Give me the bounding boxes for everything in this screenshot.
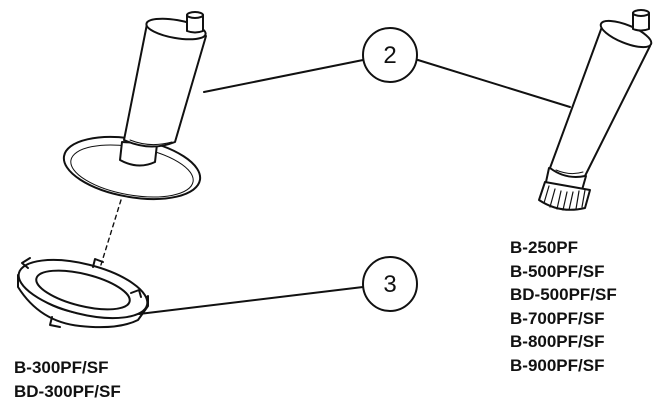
callout-circle-2 <box>362 27 418 83</box>
callout-circle-3 <box>362 256 418 312</box>
model-label: B-500PF/SF <box>510 261 605 281</box>
callout-number-3: 3 <box>383 271 396 298</box>
model-label: BD-300PF/SF <box>14 381 121 401</box>
leader-line-3 <box>138 286 364 315</box>
model-label: B-700PF/SF <box>510 308 605 328</box>
leg-with-adjuster <box>538 9 653 211</box>
model-label: B-250PF <box>510 238 579 257</box>
leader-line-2-right <box>417 59 571 108</box>
notched-ring <box>17 257 149 329</box>
model-list-right: B-250PF B-500PF/SF BD-500PF/SF B-700PF/SF B-… <box>510 236 617 377</box>
model-label: BD-500PF/SF <box>510 285 617 304</box>
model-label: B-900PF/SF <box>510 355 605 375</box>
model-list-left: B-300PF/SF BD-300PF/SF <box>14 356 121 403</box>
leader-line-2-left <box>203 59 364 93</box>
model-label: B-300PF/SF <box>14 358 109 377</box>
model-label: B-800PF/SF <box>510 332 605 351</box>
leg-with-foot-plate <box>62 11 207 200</box>
callout-number-2: 2 <box>383 42 396 69</box>
alignment-dashed-line <box>99 199 122 269</box>
